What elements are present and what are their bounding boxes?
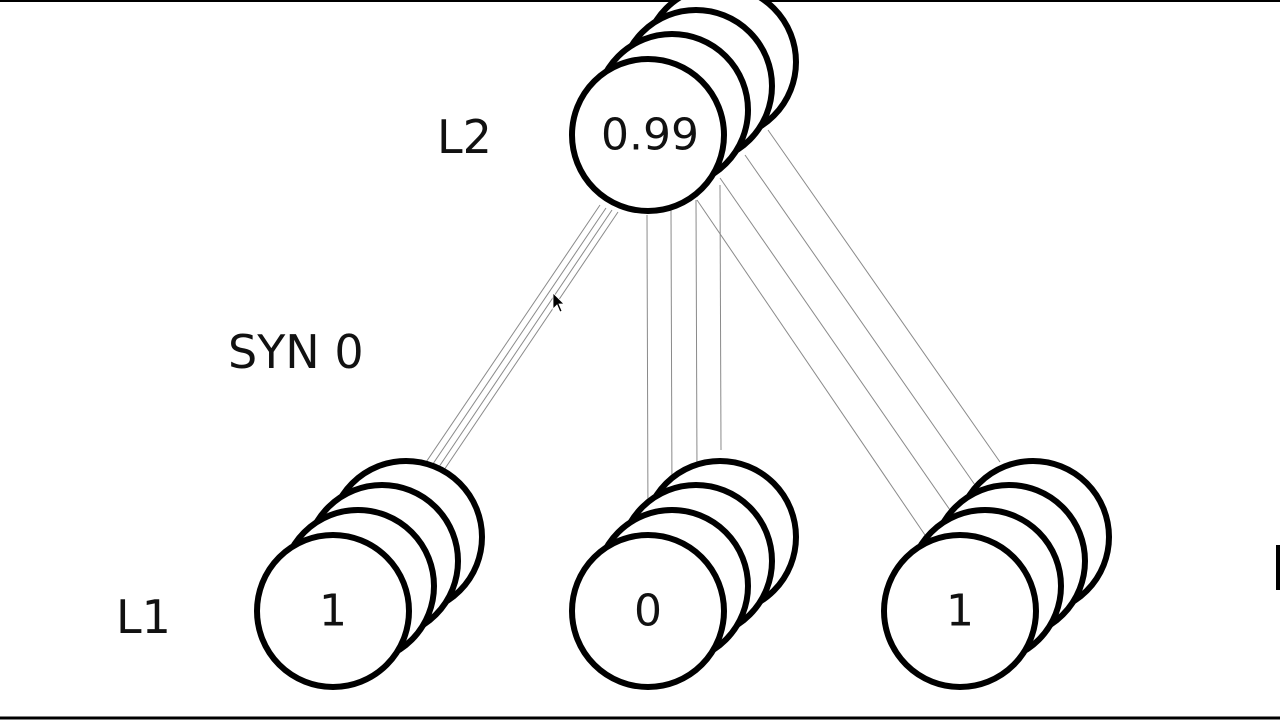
input-node-3 <box>881 532 1039 690</box>
output-node-value: 0.99 <box>601 110 699 161</box>
synapse-label: SYN 0 <box>228 325 364 379</box>
output-node <box>569 56 727 214</box>
output-node-stack: 0.99 <box>569 0 799 214</box>
input-node-stack-1: 1 <box>254 458 485 690</box>
input-node-3-value: 1 <box>946 586 974 637</box>
input-node-1-value: 1 <box>319 586 347 637</box>
layer-label-l1: L1 <box>116 590 171 644</box>
input-node-2 <box>569 532 727 690</box>
input-node-stack-2: 0 <box>569 458 799 690</box>
layer-label-l2: L2 <box>437 110 492 164</box>
input-node-stack-3: 1 <box>881 458 1112 690</box>
input-node-2-value: 0 <box>634 586 662 637</box>
synapse-connections <box>369 129 1001 546</box>
right-edge-fragment <box>1276 545 1280 590</box>
input-node-1 <box>254 532 412 690</box>
mouse-cursor-icon <box>552 292 565 313</box>
